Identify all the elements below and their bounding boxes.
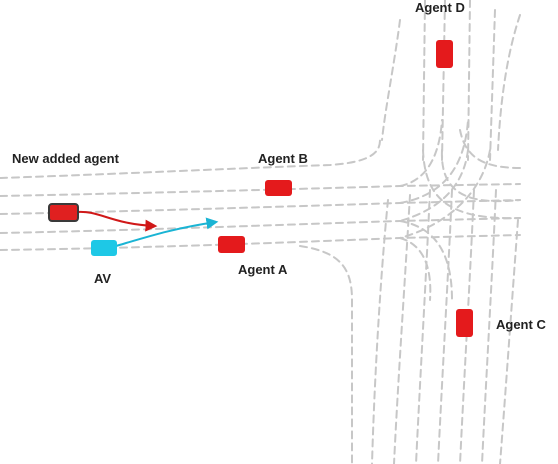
lane-line	[399, 237, 432, 301]
lane-line	[399, 149, 491, 239]
lane-line	[437, 189, 453, 464]
av-vehicle[interactable]	[91, 240, 117, 256]
new-agent-trajectory	[75, 210, 158, 232]
lane-line	[399, 119, 469, 204]
lane-lines	[0, 0, 521, 464]
lane-line	[415, 189, 431, 464]
lane-line	[497, 14, 521, 151]
lane-line	[467, 0, 471, 161]
lane-line	[381, 19, 401, 141]
lane-line	[393, 194, 411, 464]
agent-d-vehicle[interactable]	[436, 40, 453, 68]
agent-a-vehicle[interactable]	[218, 236, 245, 253]
lane-line	[440, 149, 521, 203]
agent-d-label: Agent D	[415, 0, 465, 15]
lane-line	[371, 199, 389, 464]
lane-line	[481, 189, 497, 464]
new-agent-label: New added agent	[12, 151, 120, 166]
lane-line	[422, 0, 426, 161]
av-trajectory	[115, 217, 219, 247]
lane-line	[399, 119, 443, 187]
lane-line	[0, 217, 521, 234]
agent-b-vehicle[interactable]	[265, 180, 292, 196]
agent-c-vehicle[interactable]	[456, 309, 473, 337]
lane-line	[399, 149, 469, 222]
lane-line	[422, 149, 521, 220]
lane-line	[0, 183, 521, 197]
lane-line	[489, 9, 496, 161]
agent-a-label: Agent A	[238, 262, 288, 277]
lane-line	[0, 139, 381, 179]
lane-line	[299, 245, 353, 464]
av-label: AV	[94, 271, 111, 286]
agent-b-label: Agent B	[258, 151, 308, 166]
lane-line	[0, 234, 521, 251]
lane-line	[441, 0, 446, 161]
lane-line	[399, 220, 453, 301]
agent-c-label: Agent C	[496, 317, 546, 332]
lane-line	[499, 219, 519, 464]
new-agent-vehicle[interactable]	[48, 203, 79, 222]
lane-line	[459, 129, 521, 169]
